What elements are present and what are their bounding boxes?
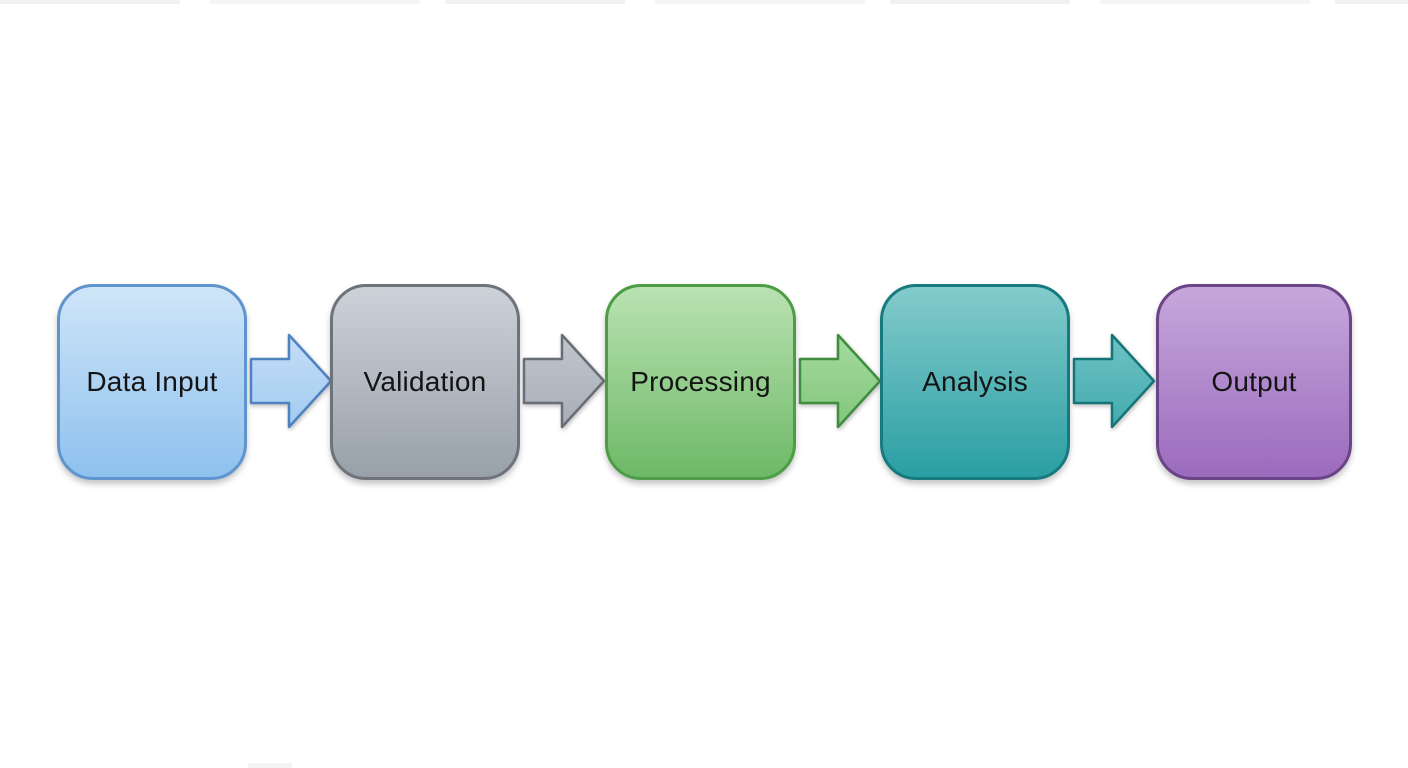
top-edge-artifact	[0, 0, 1408, 4]
node-label: Data Input	[86, 366, 218, 397]
flow-node-processing: Processing	[605, 284, 796, 480]
flow-arrow-icon	[522, 333, 606, 429]
flow-node-validation: Validation	[330, 284, 520, 480]
flow-node-output: Output	[1156, 284, 1352, 480]
flow-arrow-icon	[1072, 333, 1156, 429]
flow-arrow-icon	[249, 333, 333, 429]
flow-node-data-input: Data Input	[57, 284, 247, 480]
flow-arrow-icon	[798, 333, 882, 429]
node-label: Analysis	[922, 366, 1028, 397]
node-label: Validation	[363, 366, 487, 397]
node-label: Processing	[630, 366, 771, 397]
flow-node-analysis: Analysis	[880, 284, 1070, 480]
bottom-edge-artifact	[248, 763, 292, 768]
node-label: Output	[1211, 366, 1297, 397]
